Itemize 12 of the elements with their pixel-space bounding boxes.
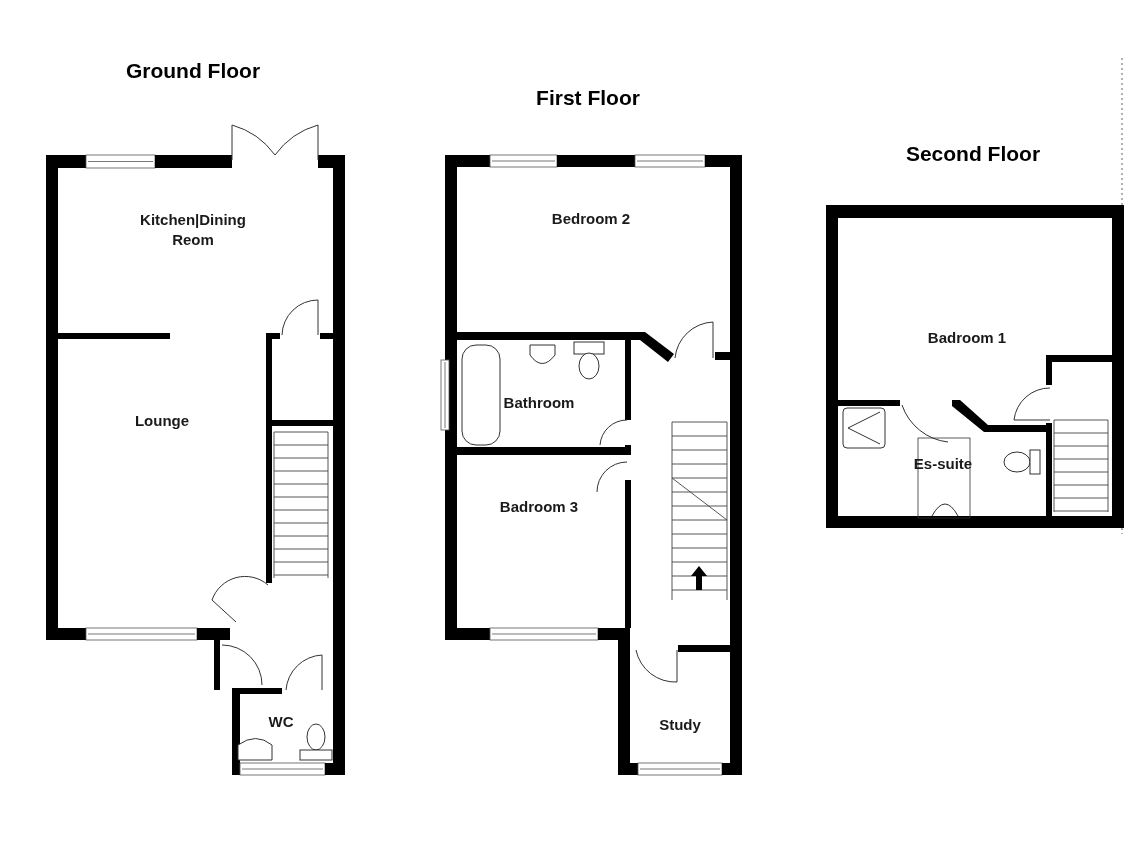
room-label: Lounge xyxy=(102,410,222,432)
room-label: Study xyxy=(645,714,715,736)
room-label: Es-suite xyxy=(898,453,988,475)
floor-title: Second Floor xyxy=(905,142,1041,164)
room-label: Badroom 1 xyxy=(907,327,1027,349)
floor-title: Ground Floor xyxy=(125,59,261,81)
room-label: Kitchen|Dining Reom xyxy=(123,209,263,251)
room-label: Bedroom 2 xyxy=(531,208,651,230)
floor-title: First Floor xyxy=(536,86,640,108)
room-label: WC xyxy=(251,711,311,733)
room-label: Badroom 3 xyxy=(479,496,599,518)
room-label: Bathroom xyxy=(494,392,584,414)
